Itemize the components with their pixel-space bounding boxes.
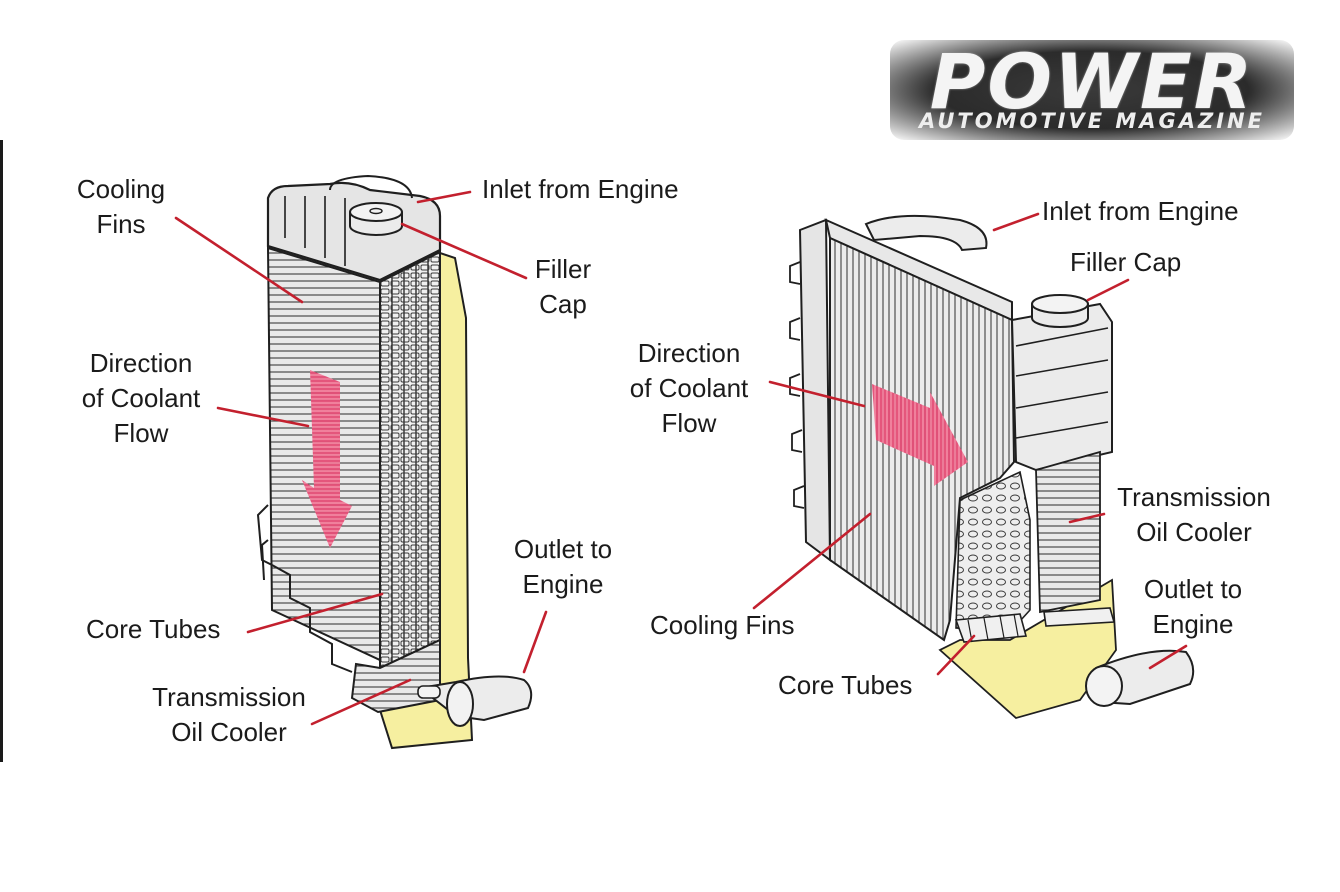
left-inlet-hose	[329, 174, 413, 199]
right-inlet-hose	[864, 214, 988, 252]
leader-right-direction	[768, 380, 866, 408]
leader-right-filler-cap	[1086, 278, 1130, 302]
leader-right-oil-cooler	[1068, 512, 1106, 524]
right-radiator	[789, 214, 1195, 720]
leader-right-cooling-fins	[752, 512, 872, 610]
right-end-tank	[1010, 302, 1113, 472]
leader-left-oil-cooler	[310, 678, 412, 726]
leader-right-inlet	[992, 212, 1040, 232]
label-right-core-tubes: Core Tubes	[778, 670, 913, 700]
label-right-inlet: Inlet from Engine	[1042, 196, 1239, 226]
left-coolant-flow-arrow	[302, 370, 352, 548]
right-filler-cap	[1031, 294, 1089, 328]
label-left-core-tubes: Core Tubes	[86, 614, 221, 644]
label-left-outlet: Outlet to Engine	[513, 534, 613, 599]
leader-left-cooling-fins	[174, 216, 304, 304]
right-oil-cooler-stack	[1035, 450, 1101, 614]
label-left-filler-cap: Filler Cap	[534, 254, 592, 319]
left-filler-cap	[349, 202, 403, 236]
right-coolant-flow-arrow	[872, 384, 968, 486]
leader-right-core-tubes	[936, 634, 976, 676]
label-left-oil-cooler: Transmission Oil Cooler	[152, 682, 306, 747]
left-core-tube-column	[379, 250, 441, 670]
label-right-filler-cap: Filler Cap	[1070, 247, 1182, 277]
right-perforated-plates	[955, 470, 1031, 633]
leader-lines	[174, 190, 1188, 726]
label-right-direction: Direction of Coolant Flow	[629, 338, 749, 438]
label-right-outlet: Outlet to Engine	[1143, 574, 1243, 639]
left-edge-rule	[0, 140, 3, 762]
label-left-inlet: Inlet from Engine	[482, 174, 679, 204]
leader-right-outlet	[1148, 644, 1188, 670]
logo-subtitle: AUTOMOTIVE MAGAZINE	[919, 109, 1265, 133]
leader-left-inlet	[416, 190, 472, 204]
label-left-cooling-fins: Cooling Fins	[76, 174, 166, 239]
leader-left-filler-cap	[400, 222, 528, 280]
label-right-oil-cooler: Transmission Oil Cooler	[1117, 482, 1271, 547]
leader-left-outlet	[522, 610, 548, 674]
logo-word: POWER	[929, 37, 1255, 126]
left-radiator	[256, 174, 533, 750]
right-outlet-hose	[1085, 649, 1195, 707]
leader-left-direction	[216, 406, 310, 428]
label-right-cooling-fins: Cooling Fins	[650, 610, 795, 640]
leader-left-core-tubes	[246, 592, 384, 634]
left-outlet-hose	[417, 675, 533, 727]
power-automotive-logo: POWER AUTOMOTIVE MAGAZINE	[890, 40, 1294, 140]
label-left-direction: Direction of Coolant Flow	[81, 348, 201, 448]
